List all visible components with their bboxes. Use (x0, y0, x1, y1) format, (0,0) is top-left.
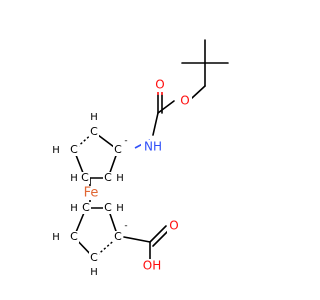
ring-carbon-label: C (81, 171, 89, 184)
ring-hydrogen-label: H (116, 173, 124, 184)
amine-nh-label: NH (144, 140, 162, 154)
ring-hydrogen-label: H (90, 112, 98, 123)
ester-oxygen-label: O (180, 94, 189, 108)
ring-carbon-label: C (114, 143, 122, 156)
ring-carbon-label: C (104, 201, 112, 214)
ring-hydrogen-label: H (70, 203, 78, 214)
charge-minus-label: - (124, 221, 127, 231)
ring-carbon-label: C (70, 143, 78, 156)
ring-hydrogen-label: H (52, 145, 60, 156)
ring-hydrogen-label: H (70, 173, 78, 184)
carbonyl-oxygen-label: O (155, 78, 164, 92)
ring-carbon-label: C (90, 125, 98, 138)
ring-hydrogen-label: H (52, 232, 60, 243)
ring-carbon-label: C (104, 171, 112, 184)
acid-hydroxyl-label: OH (143, 259, 161, 273)
ring-hydrogen-label: H (116, 203, 124, 214)
acid-carbonyl-oxygen-label: O (169, 219, 178, 233)
tert-butyl-group (181, 39, 229, 87)
ring-hydrogen-label: H (90, 267, 98, 278)
charge-minus-label: - (124, 136, 127, 146)
carboxylic-acid-bonds (123, 225, 170, 263)
ferrocene-molecule-diagram: O O NH H C H C C - H C C H Fe H C C H H … (52, 39, 229, 278)
ring-carbon-label: C (114, 230, 122, 243)
atom-labels: O O NH H C H C C - H C C H Fe H C C H H … (52, 78, 192, 278)
ring-carbon-label: C (82, 201, 90, 214)
iron-label: Fe (84, 186, 99, 201)
ring-carbon-label: C (90, 251, 98, 264)
ring-carbon-label: C (70, 230, 78, 243)
